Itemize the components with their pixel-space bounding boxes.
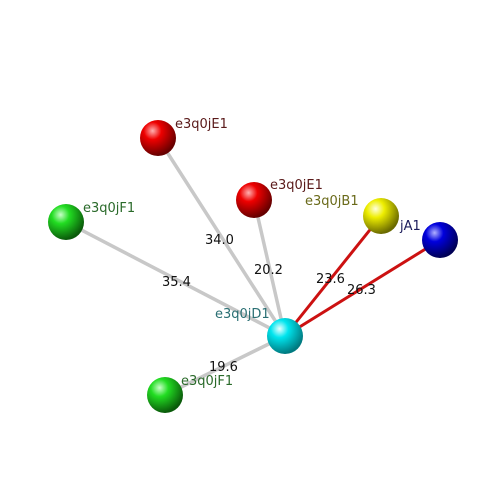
node-e1-top[interactable]: [140, 120, 176, 156]
edges: [65, 137, 441, 397]
node-label-center: e3q0jD1: [215, 307, 270, 322]
edge-to-a1: [284, 238, 441, 338]
edge-to-f1-left: [65, 220, 286, 338]
node-f1-left[interactable]: [48, 204, 84, 240]
node-f1-bottom[interactable]: [147, 377, 183, 413]
edge-label-f1-left: 35.4: [162, 275, 191, 290]
edge-label-e1-mid: 20.2: [254, 263, 283, 278]
nodes: [48, 120, 458, 413]
node-label-e1-top: e3q0jE1: [175, 117, 228, 132]
node-label-f1-left: e3q0jF1: [83, 201, 135, 216]
node-label-a1: jA1: [399, 219, 421, 234]
node-center[interactable]: [267, 318, 303, 354]
edge-label-f1-bottom: 19.6: [209, 360, 238, 375]
edge-label-a1: 26.3: [347, 283, 376, 298]
edge-to-b1: [283, 215, 383, 337]
edge-label-e1-top: 34.0: [205, 233, 234, 248]
node-label-b1: e3q0jB1: [305, 194, 359, 209]
node-b1[interactable]: [363, 198, 399, 234]
edge-to-e1-mid: [252, 199, 287, 337]
node-label-f1-bottom: e3q0jF1: [181, 374, 233, 389]
edge-to-f1-bottom: [164, 334, 286, 397]
edge-label-b1: 23.6: [316, 272, 345, 287]
node-e1-mid[interactable]: [236, 182, 272, 218]
node-a1[interactable]: [422, 222, 458, 258]
edge-to-e1-top: [156, 137, 287, 337]
node-label-e1-mid: e3q0jE1: [270, 178, 323, 193]
distance-labels: 34.0 20.2 35.4 19.6 23.6 26.3: [162, 233, 376, 375]
node-labels: e3q0jE1 e3q0jE1 e3q0jF1 e3q0jF1 e3q0jB1 …: [83, 117, 421, 389]
